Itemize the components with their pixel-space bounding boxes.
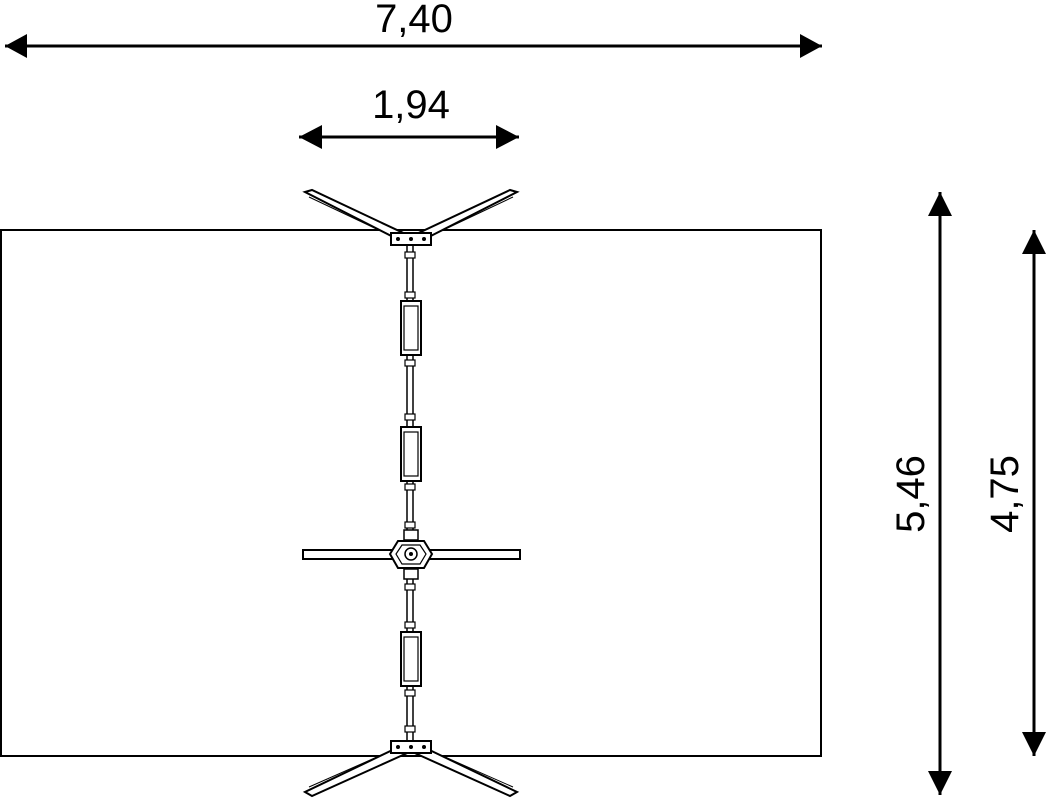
width-arrow-right <box>800 34 822 58</box>
width-dimension: 7,40 <box>5 0 822 58</box>
length-arrow-bottom <box>928 771 952 795</box>
inner-length-dimension: 4,75 <box>983 230 1046 756</box>
length-dimension: 5,46 <box>889 192 952 795</box>
length-arrow-top <box>928 192 952 216</box>
beam-width-label: 1,94 <box>372 83 450 127</box>
inner-length-arrow-bottom <box>1022 732 1046 756</box>
beam-width-arrow-right <box>496 125 519 149</box>
inner-length-label: 4,75 <box>983 455 1027 533</box>
width-arrow-left <box>5 34 27 58</box>
seat-3 <box>400 631 422 687</box>
central-crossbar <box>302 529 521 580</box>
inner-length-arrow-top <box>1022 230 1046 254</box>
beam-width-arrow-left <box>299 125 322 149</box>
top-support <box>302 188 520 246</box>
length-label: 5,46 <box>889 455 933 533</box>
seat-1 <box>400 300 422 356</box>
safety-area <box>0 229 822 757</box>
beam-joints <box>404 251 416 733</box>
seat-2 <box>400 426 422 482</box>
bottom-support <box>302 740 520 798</box>
beam-width-dimension: 1,94 <box>299 83 519 149</box>
width-label: 7,40 <box>375 0 453 41</box>
